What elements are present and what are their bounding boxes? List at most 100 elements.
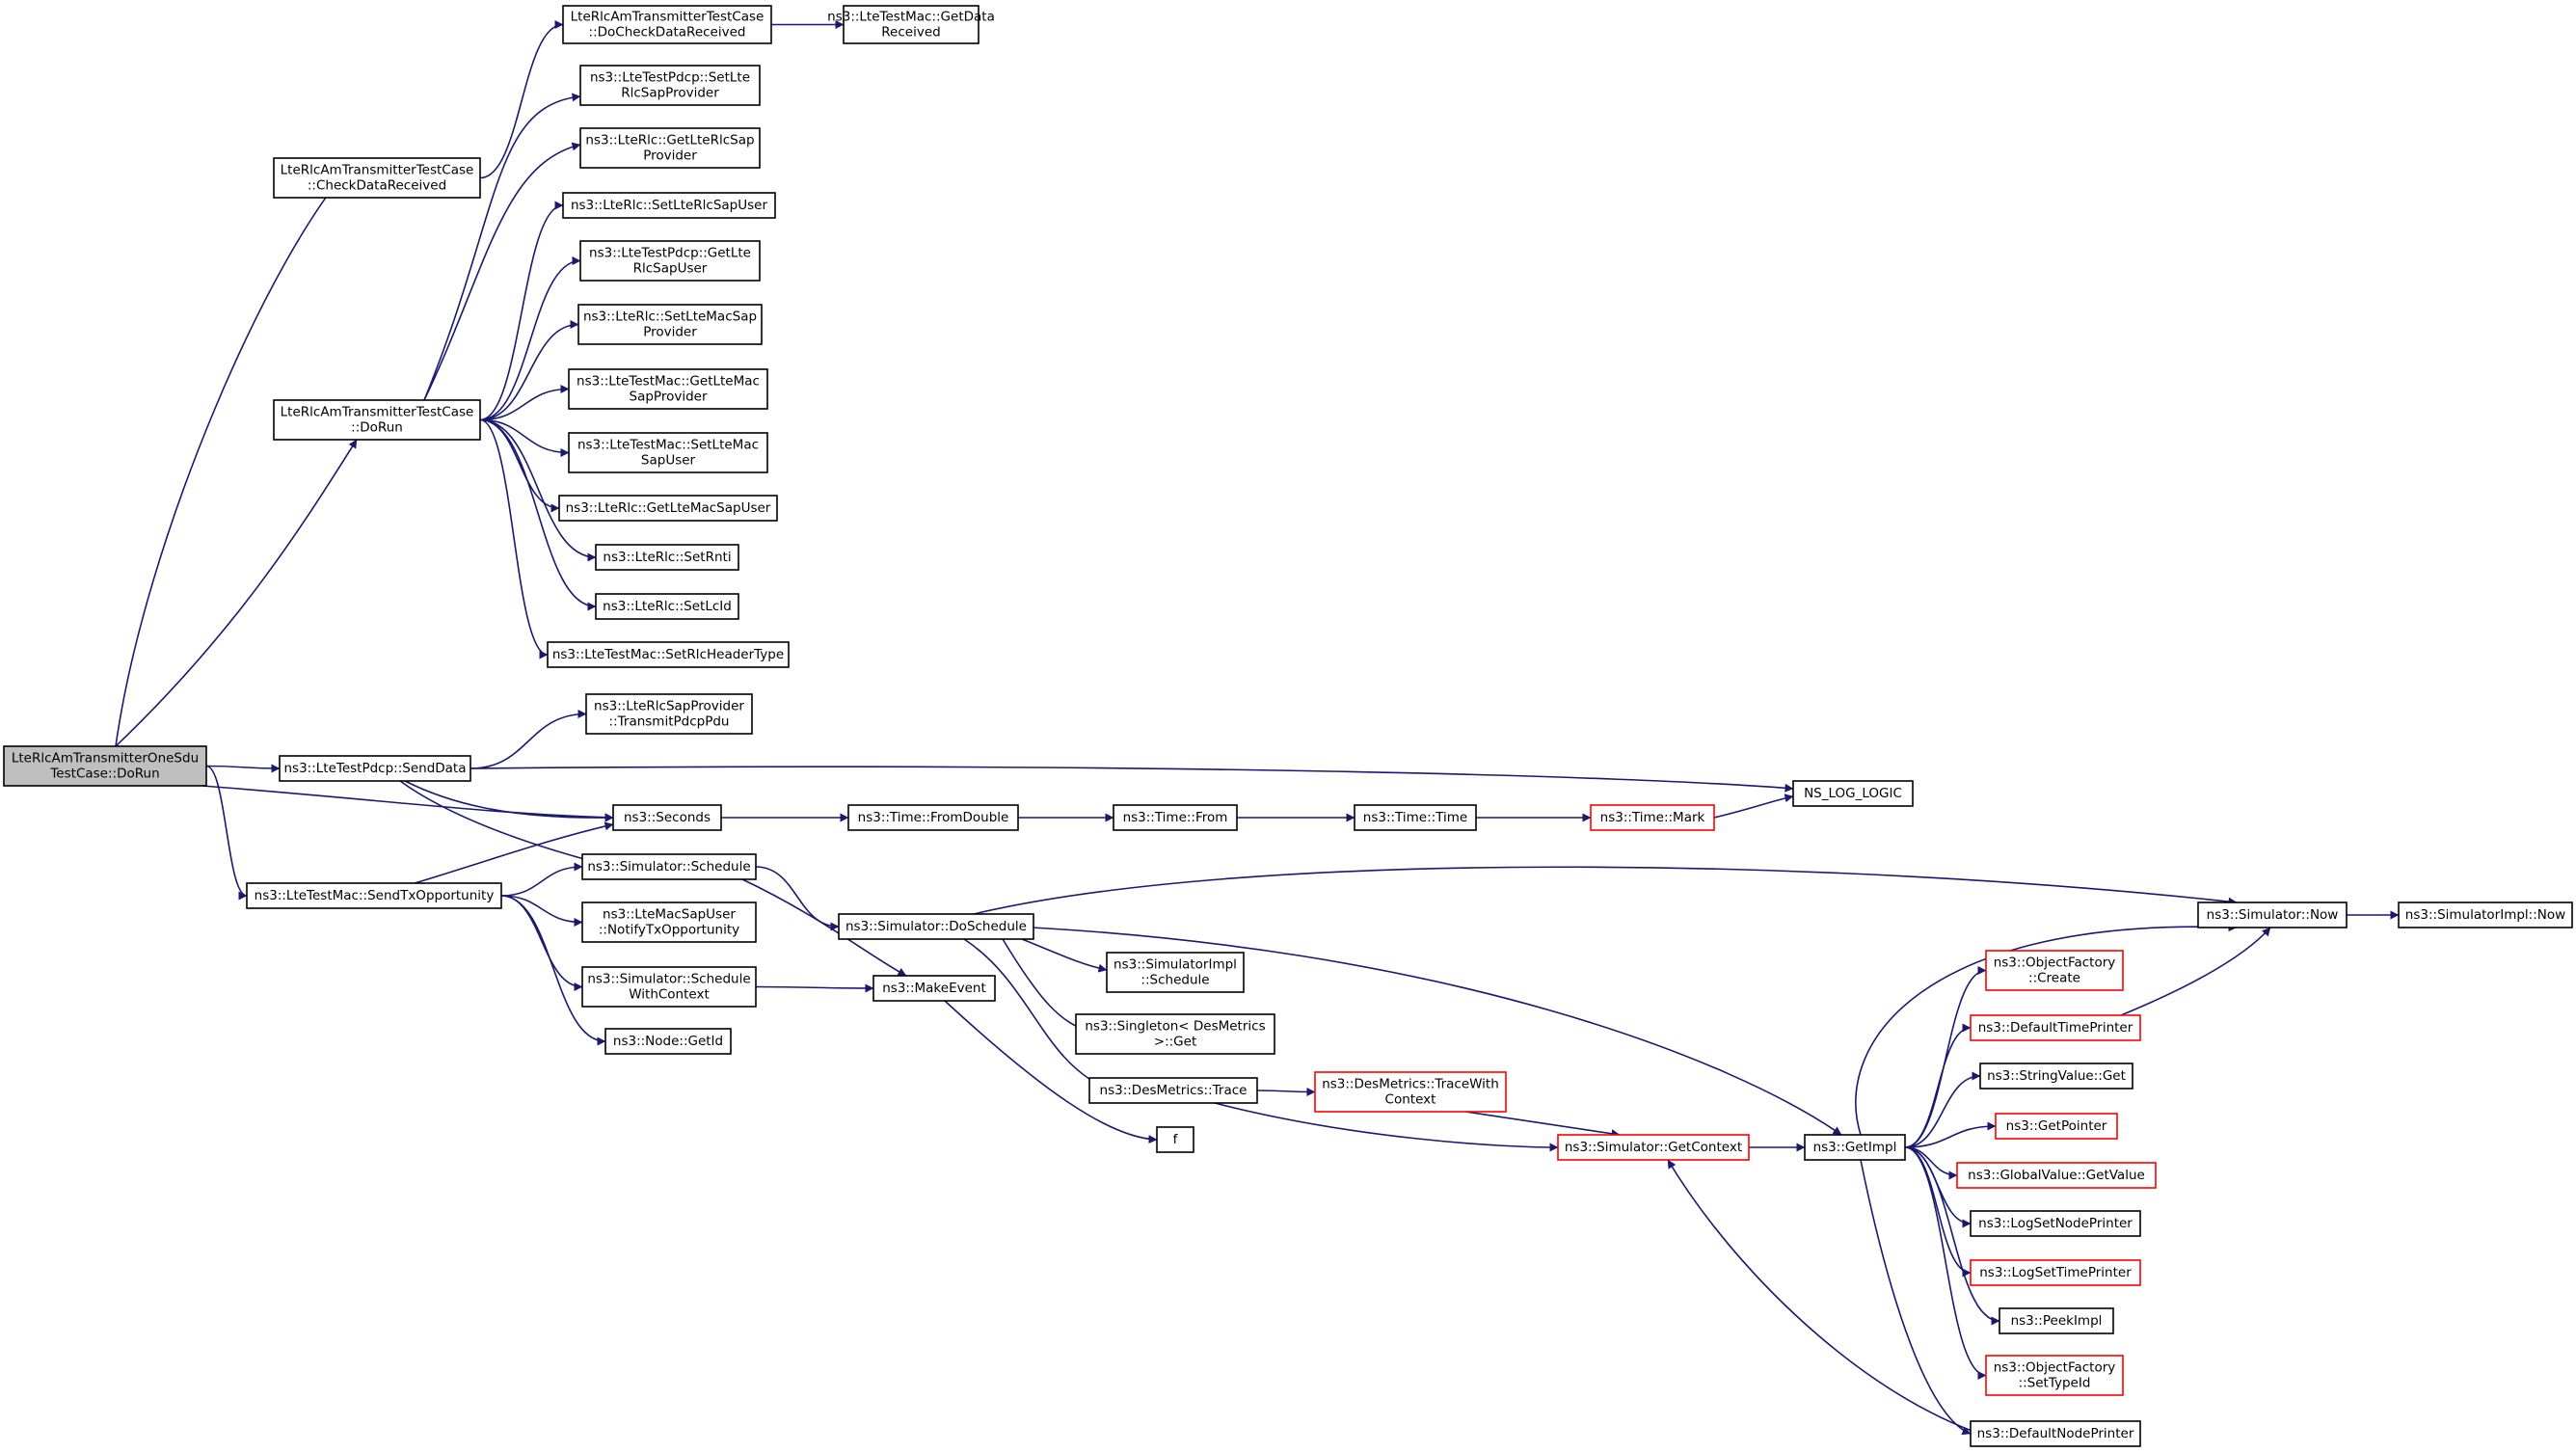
node-label: ns3::DesMetrics::Trace — [1100, 1083, 1248, 1098]
node-fNode[interactable]: f — [1156, 1126, 1194, 1153]
node-objFactorySetTypeId[interactable]: ns3::ObjectFactory::SetTypeId — [1985, 1355, 2124, 1396]
node-layer: LteRlcAmTransmitterOneSduTestCase::DoRun… — [3, 5, 2573, 1447]
edge-getImpl-to-getPointer — [1904, 1121, 1997, 1148]
node-box — [581, 853, 757, 880]
edge-sendData-to-seconds — [404, 780, 614, 822]
edge-doSchedule-to-getImpl — [992, 925, 1842, 1136]
edge-desTrace-to-desTraceWith — [1256, 1087, 1316, 1096]
node-label: ns3::Simulator::GetContext — [1565, 1140, 1742, 1155]
node-box — [1557, 1134, 1750, 1161]
node-setLteRlcSapUser[interactable]: ns3::LteRlc::SetLteRlcSapUser — [562, 192, 776, 219]
node-makeEvent[interactable]: ns3::MakeEvent — [872, 975, 996, 1002]
node-doSchedule[interactable]: ns3::Simulator::DoSchedule — [838, 913, 1034, 940]
edge-doSchedule-to-simNow — [973, 866, 2238, 915]
node-label: ns3::ObjectFactory — [1994, 955, 2116, 971]
node-box — [612, 804, 722, 831]
edge-doRun-to-setLteRlcSapUser — [479, 201, 564, 421]
node-getContext[interactable]: ns3::Simulator::GetContext — [1557, 1134, 1750, 1161]
node-box — [562, 192, 776, 219]
node-defaultNodePrinter[interactable]: ns3::DefaultNodePrinter — [1970, 1420, 2141, 1447]
node-box — [1970, 1420, 2141, 1447]
edge-timeMark-to-nsLogLogic — [1713, 794, 1794, 819]
node-simNow[interactable]: ns3::Simulator::Now — [2197, 901, 2348, 928]
node-timeFrom[interactable]: ns3::Time::From — [1113, 804, 1238, 831]
node-label: ns3::LogSetNodePrinter — [1978, 1216, 2133, 1231]
node-box — [581, 966, 757, 1008]
node-label: ns3::LteTestMac::GetLteMac — [577, 374, 760, 390]
edge-sendTxOpp-to-schedule — [500, 862, 583, 897]
node-box — [581, 901, 757, 943]
node-setRlcHeaderType[interactable]: ns3::LteTestMac::SetRlcHeaderType — [547, 641, 790, 668]
node-logSetNodePrinter[interactable]: ns3::LogSetNodePrinter — [1970, 1210, 2141, 1237]
edge-root-to-sendData — [205, 764, 281, 773]
node-objFactoryCreate[interactable]: ns3::ObjectFactory::Create — [1985, 950, 2124, 991]
node-simImplSchedule[interactable]: ns3::SimulatorImpl::Schedule — [1106, 952, 1245, 993]
node-label: >::Get — [1154, 1035, 1196, 1050]
node-transmitPdcpPdu[interactable]: ns3::LteRlcSapProvider::TransmitPdcpPdu — [585, 693, 753, 735]
node-label: ::Schedule — [1140, 973, 1209, 988]
node-label: f — [1173, 1132, 1179, 1147]
node-doRun[interactable]: LteRlcAmTransmitterTestCase::DoRun — [273, 399, 481, 441]
node-label: Received — [881, 25, 940, 40]
node-box — [1970, 1014, 2141, 1041]
node-desTrace[interactable]: ns3::DesMetrics::Trace — [1088, 1077, 1258, 1104]
node-box — [1088, 1077, 1258, 1104]
node-stringValueGet[interactable]: ns3::StringValue::Get — [1979, 1063, 2133, 1090]
node-doCheck[interactable]: LteRlcAmTransmitterTestCase::DoCheckData… — [562, 5, 772, 44]
node-simImplNow[interactable]: ns3::SimulatorImpl::Now — [2398, 901, 2573, 928]
node-box — [3, 745, 207, 787]
node-nsLogLogic[interactable]: NS_LOG_LOGIC — [1792, 780, 1914, 807]
node-label: ns3::Time::FromDouble — [858, 810, 1009, 825]
node-sendData[interactable]: ns3::LteTestPdcp::SendData — [279, 755, 471, 782]
node-box — [1075, 1013, 1275, 1055]
node-label: RlcSapUser — [633, 261, 708, 277]
edge-sendTxOpp-to-nodeGetId — [500, 895, 606, 1046]
node-timeTime[interactable]: ns3::Time::Time — [1354, 804, 1477, 831]
node-sendTxOpp[interactable]: ns3::LteTestMac::SendTxOpportunity — [246, 882, 502, 909]
node-nodeGetId[interactable]: ns3::Node::GetId — [604, 1028, 732, 1055]
edge-root-to-doRun — [115, 439, 358, 747]
node-box — [547, 641, 790, 668]
edge-doRun-to-setRnti — [479, 418, 597, 562]
node-label: ns3::LteTestMac::GetData — [827, 10, 995, 25]
node-label: LteRlcAmTransmitterOneSdu — [12, 751, 199, 767]
edge-layer — [115, 20, 2400, 1447]
node-getLteMacSapUser[interactable]: ns3::LteRlc::GetLteMacSapUser — [558, 495, 778, 522]
node-box — [1314, 1071, 1507, 1113]
node-getImpl[interactable]: ns3::GetImpl — [1804, 1134, 1906, 1161]
node-label: ns3::StringValue::Get — [1987, 1068, 2126, 1084]
node-getPointer[interactable]: ns3::GetPointer — [1995, 1113, 2118, 1140]
node-label: ns3::LteRlc::SetLteMacSap — [583, 309, 757, 325]
node-box — [2398, 901, 2573, 928]
node-checkData[interactable]: LteRlcAmTransmitterTestCase::CheckDataRe… — [273, 157, 481, 199]
node-logSetTimePrinter[interactable]: ns3::LogSetTimePrinter — [1970, 1259, 2141, 1286]
node-defaultTimePrinter[interactable]: ns3::DefaultTimePrinter — [1970, 1014, 2141, 1041]
node-timeMark[interactable]: ns3::Time::Mark — [1590, 804, 1715, 831]
node-schedule[interactable]: ns3::Simulator::Schedule — [581, 853, 757, 880]
node-peekImpl[interactable]: ns3::PeekImpl — [1999, 1307, 2114, 1334]
node-label: ns3::LteRlc::SetRnti — [603, 550, 731, 565]
node-box — [562, 5, 772, 44]
node-setRnti[interactable]: ns3::LteRlc::SetRnti — [595, 544, 739, 571]
node-notifyTxOpp[interactable]: ns3::LteMacSapUser::NotifyTxOpportunity — [581, 901, 757, 943]
node-singletonGet[interactable]: ns3::Singleton< DesMetrics >::Get — [1075, 1013, 1275, 1055]
node-seconds[interactable]: ns3::Seconds — [612, 804, 722, 831]
edge-getImpl-to-stringValueGet — [1904, 1071, 1981, 1148]
node-fromDouble[interactable]: ns3::Time::FromDouble — [847, 804, 1019, 831]
edge-defaultNodePrinter-to-getContext — [1667, 1159, 2026, 1447]
node-label: ns3::DesMetrics::TraceWith — [1322, 1077, 1499, 1092]
node-globalValueGet[interactable]: ns3::GlobalValue::GetValue — [1956, 1162, 2157, 1189]
edge-sendTxOpp-to-notifyTxOpp — [500, 895, 583, 927]
node-box — [872, 975, 996, 1002]
node-setLcId[interactable]: ns3::LteRlc::SetLcId — [595, 593, 739, 620]
